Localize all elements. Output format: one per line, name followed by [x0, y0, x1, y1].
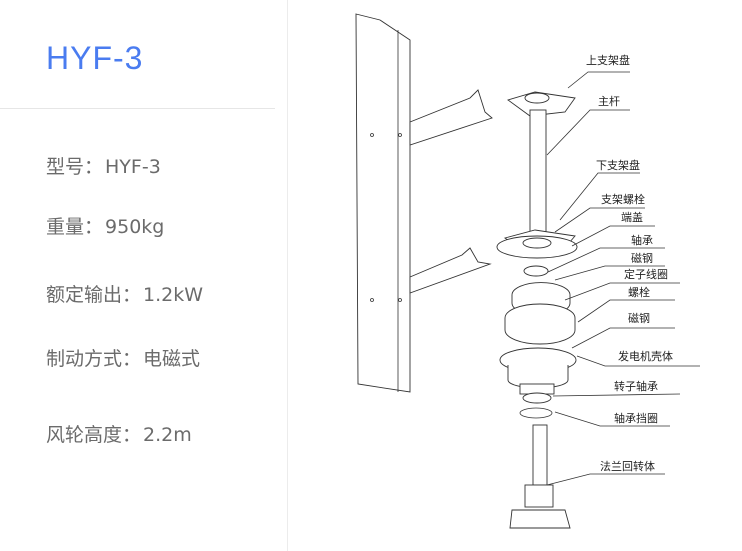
vertical-divider: [287, 0, 288, 551]
label-magnet-steel-2: 磁钢: [628, 312, 650, 325]
spec-value: 950kg: [105, 216, 165, 238]
label-stator-coil: 定子线圈: [624, 267, 668, 281]
label-bearing-retaining-ring: 轴承挡圈: [614, 411, 658, 425]
label-upper-bracket-plate: 上支架盘: [586, 53, 630, 67]
label-flange-rotor: 法兰回转体: [600, 459, 655, 473]
spec-value: 1.2kW: [143, 284, 204, 306]
spec-brake: 制动方式：电磁式: [46, 344, 202, 371]
label-bearing: 轴承: [631, 233, 653, 247]
spec-label: 型号：: [46, 156, 104, 178]
label-magnet-steel: 磁钢: [631, 252, 653, 265]
spec-model: 型号：HYF-3: [46, 152, 163, 179]
callouts: 上支架盘 主杆 下支架盘 支架螺栓 端盖 轴承 磁钢 定子线圈 螺栓 磁钢 发电…: [546, 53, 700, 486]
label-rotor-bearing: 转子轴承: [614, 379, 658, 393]
spec-weight: 重量：950kg: [46, 212, 166, 239]
spec-rated-output: 额定输出：1.2kW: [46, 280, 205, 307]
blade: [355, 13, 411, 393]
label-bracket-bolt: 支架螺栓: [601, 192, 645, 206]
spec-value: 电磁式: [143, 348, 201, 370]
model-title: HYF-3: [46, 40, 144, 76]
label-lower-bracket-plate: 下支架盘: [596, 158, 640, 172]
label-main-shaft: 主杆: [598, 94, 620, 108]
label-generator-housing: 发电机壳体: [618, 349, 673, 363]
spec-rotor-height: 风轮高度：2.2m: [46, 420, 194, 447]
spec-value: HYF-3: [105, 156, 161, 178]
spec-label: 重量：: [46, 216, 104, 238]
label-end-cap: 端盖: [621, 210, 643, 224]
divider: [0, 108, 275, 109]
main-column: [496, 91, 578, 529]
label-bolt: 螺栓: [628, 285, 650, 299]
support-arms: [409, 89, 493, 294]
spec-label: 制动方式：: [46, 348, 142, 370]
spec-label: 额定输出：: [46, 284, 142, 306]
spec-value: 2.2m: [143, 424, 192, 446]
spec-label: 风轮高度：: [46, 424, 142, 446]
